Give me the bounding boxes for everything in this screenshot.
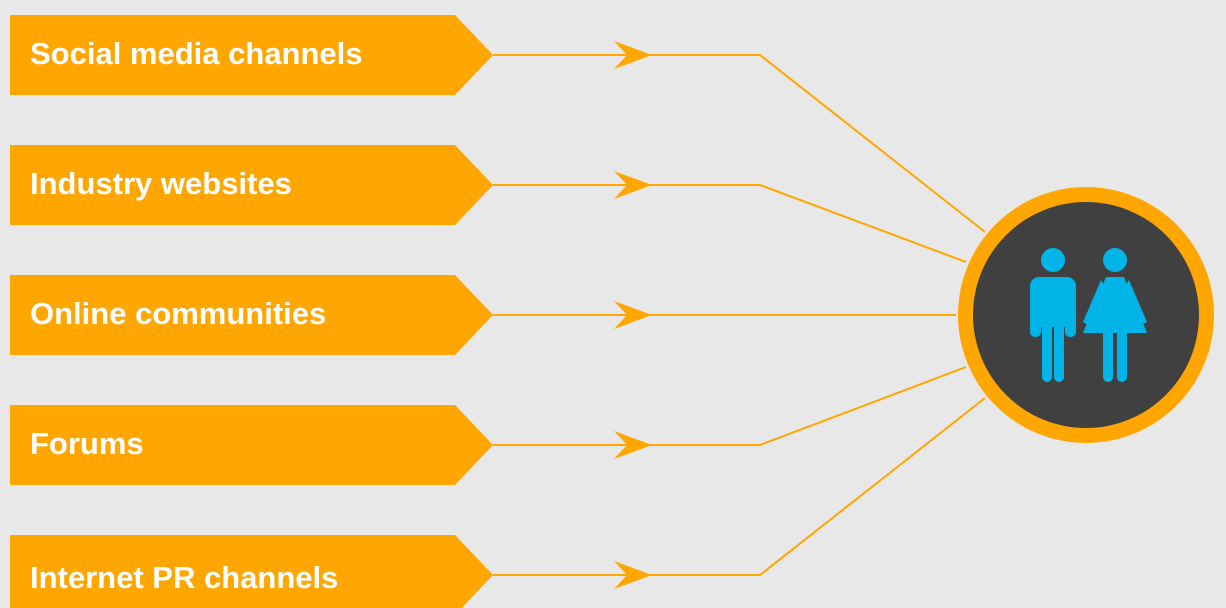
- channel-arrow-shape: [10, 405, 493, 485]
- connector-line: [493, 397, 986, 576]
- arrowhead-icon: [614, 171, 652, 199]
- channel-arrow-shape: [10, 15, 493, 95]
- channel-arrow-shape: [10, 275, 493, 355]
- channel-arrow-shape: [10, 145, 493, 225]
- channel-label: Forums: [30, 426, 144, 461]
- man-icon: [1030, 248, 1076, 382]
- arrowhead-icon: [614, 41, 652, 69]
- woman-icon: [1083, 248, 1147, 382]
- channel-online-communities: Online communities: [10, 275, 493, 355]
- people-icon: [1030, 248, 1147, 382]
- channel-label: Internet PR channels: [30, 560, 338, 595]
- channel-forums: Forums: [10, 405, 493, 485]
- channel-industry-websites: Industry websites: [10, 145, 493, 225]
- connector-line: [493, 366, 967, 446]
- audience-hub: [958, 187, 1214, 443]
- connector-line: [493, 184, 967, 263]
- arrowhead-icon: [614, 561, 652, 589]
- connector-line: [493, 54, 986, 233]
- channel-label: Online communities: [30, 296, 326, 331]
- arrowhead-icon: [614, 301, 652, 329]
- channel-label: Industry websites: [30, 166, 292, 201]
- connector-arrowheads: [614, 41, 652, 589]
- channel-label: Social media channels: [30, 36, 363, 71]
- arrowhead-icon: [614, 431, 652, 459]
- channel-social-media: Social media channels: [10, 15, 493, 95]
- channel-arrow-shape: [10, 535, 493, 608]
- connector-lines: [493, 54, 986, 576]
- channel-internet-pr: Internet PR channels: [10, 535, 493, 608]
